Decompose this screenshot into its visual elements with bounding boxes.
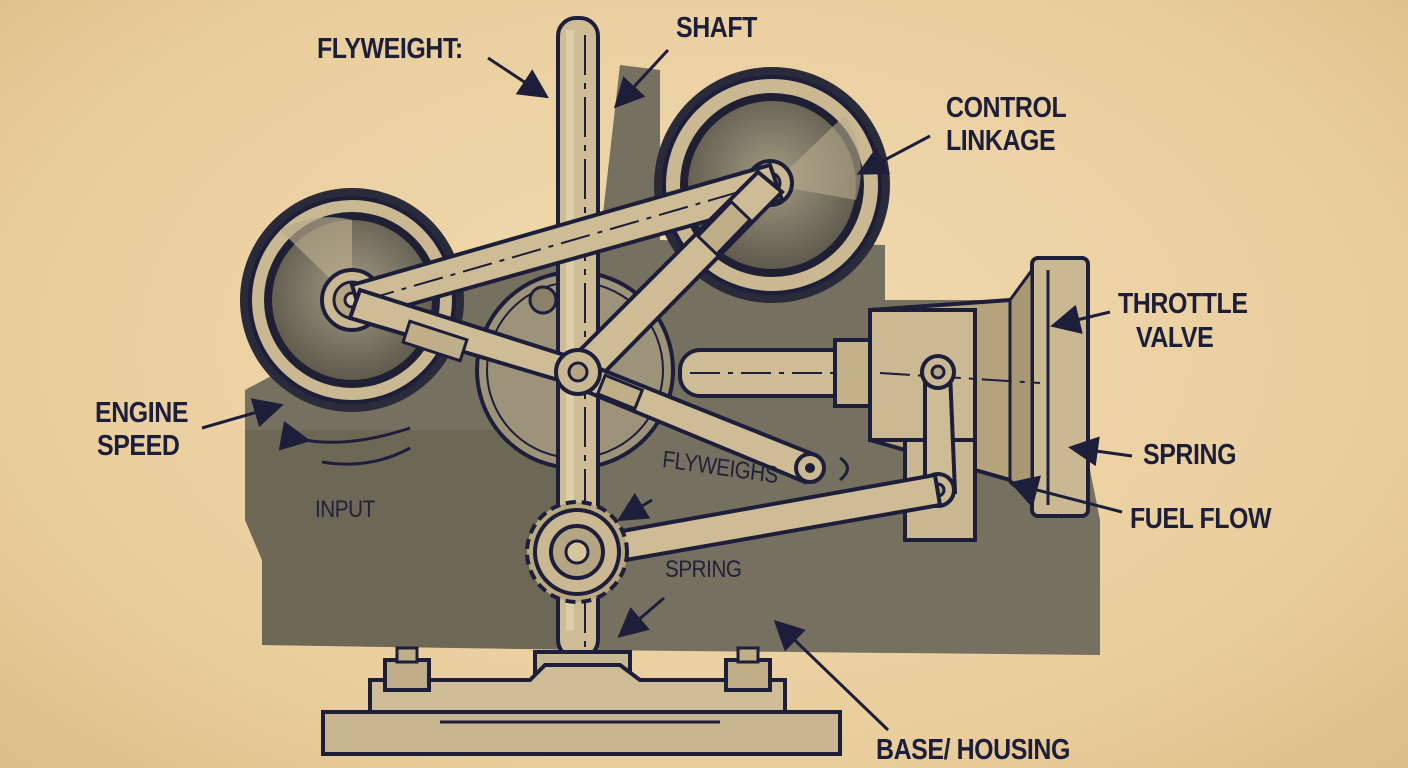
housing-shadow-lower (245, 430, 590, 650)
drive-gear (525, 500, 629, 604)
label-input: INPUT (315, 496, 375, 523)
label-flyweight: FLYWEIGHT: (317, 33, 463, 65)
label-control: CONTROL (946, 92, 1067, 124)
pointer-arrows (201, 48, 1133, 732)
label-shaft: SHAFT (676, 12, 757, 44)
label-valve: VALVE (1136, 322, 1214, 354)
label-speed: SPEED (97, 430, 180, 462)
lower-linkage-arm (347, 287, 849, 485)
label-base-housing: BASE/ HOUSING (876, 734, 1070, 766)
left-flyweight (240, 188, 464, 412)
label-spring-right: SPRING (1143, 439, 1237, 471)
label-throttle: THROTTLE (1118, 288, 1248, 320)
label-linkage: LINKAGE (946, 125, 1056, 157)
throttle-rod (678, 338, 887, 408)
base-housing (321, 646, 842, 756)
label-engine: ENGINE (95, 397, 189, 429)
hub-hole (528, 285, 558, 315)
rotation-arcs (278, 421, 411, 466)
label-fuel-flow: FUEL FLOW (1130, 503, 1272, 535)
label-spring-center: SPRING (665, 556, 742, 583)
